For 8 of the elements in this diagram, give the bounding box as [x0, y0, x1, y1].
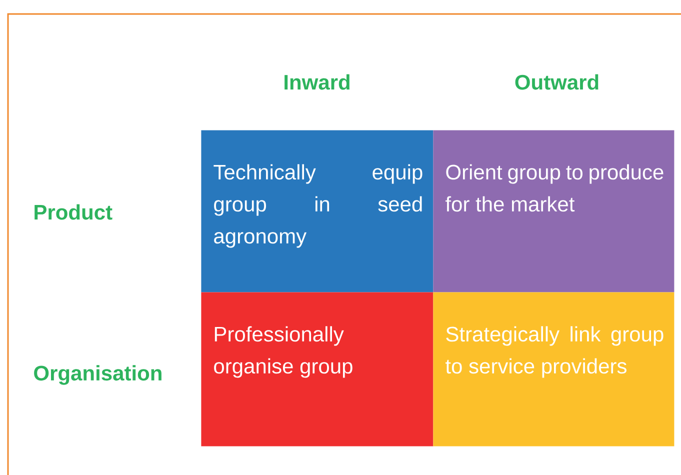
row-heading: Product: [34, 204, 112, 220]
quadrant-box: Professionally organise group: [201, 292, 434, 446]
column-heading: Inward: [284, 74, 350, 90]
row-heading: Organisation: [34, 365, 162, 385]
quadrant-box: Technically equip group in seed agronomy: [201, 130, 434, 292]
quadrant-box: Orient group to produce for the market: [433, 130, 674, 292]
column-heading: Outward: [515, 74, 598, 90]
quadrant-box: Strategically link group to service providers: [433, 292, 674, 446]
